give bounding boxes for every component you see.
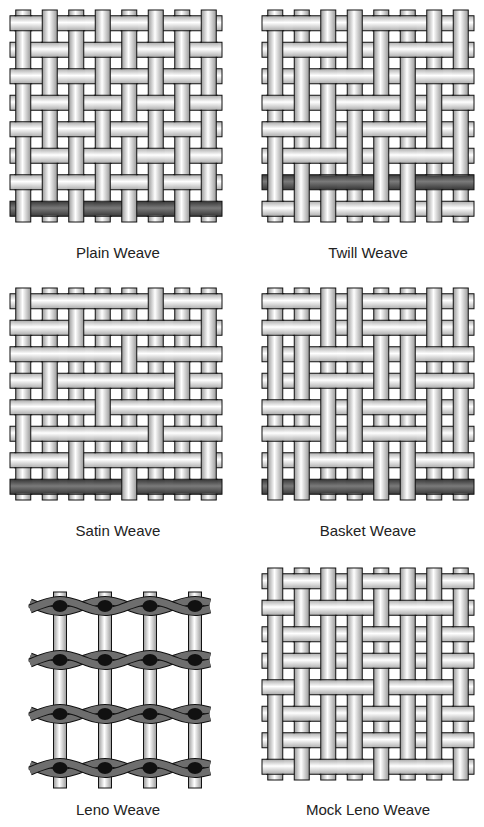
weave-pattern [262,288,474,500]
weave-pattern [10,10,222,222]
weave-caption: Basket Weave [320,522,416,539]
weave-pattern [262,10,474,222]
weave-pattern [10,288,222,500]
leno-pattern [30,592,210,788]
weave-caption: Twill Weave [328,244,408,261]
weave-caption: Plain Weave [76,244,160,261]
weave-caption: Leno Weave [76,801,160,818]
weave-caption: Satin Weave [76,522,161,539]
weave-pattern [262,568,474,780]
weave-caption: Mock Leno Weave [306,801,430,818]
